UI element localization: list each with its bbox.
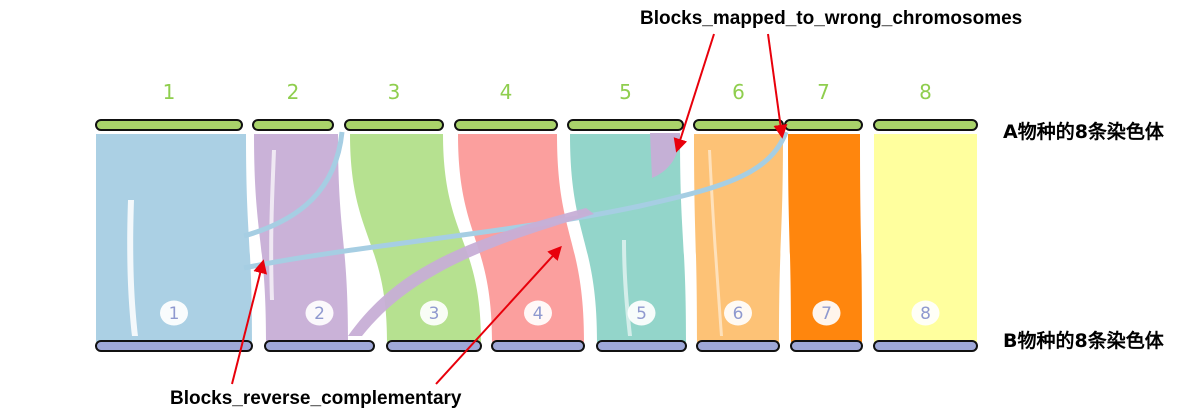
cross-link-7-to-1 [243, 131, 789, 271]
ribbon-gap-6 [708, 150, 723, 336]
cross-link-5-top-block [650, 133, 680, 178]
annotation-arrows [231, 33, 788, 385]
top-chromosome-bar-8 [873, 119, 978, 131]
arrow-to-chr7-wrong-block [767, 33, 788, 139]
cross-link-2-to-1 [243, 131, 345, 239]
cross-links [243, 131, 789, 336]
top-chromosome-number: 7 [817, 80, 830, 104]
synteny-ribbon-8 [874, 134, 977, 342]
bottom-chromosome-badges: 1 2 3 4 5 6 7 8 [160, 300, 940, 326]
bottom-chromosome-bar-2 [264, 340, 375, 352]
bottom-chromosome-number: 6 [733, 304, 744, 324]
top-chromosome-bar-4 [454, 119, 558, 131]
cross-link-5-to-2 [348, 208, 594, 336]
top-chromosome-number: 2 [287, 80, 300, 104]
annotation-wrong-chromosomes: Blocks_mapped_to_wrong_chromosomes [640, 8, 1022, 29]
synteny-ribbons [96, 134, 977, 342]
top-chromosome-number: 5 [619, 80, 632, 104]
chromosome-bars [95, 119, 978, 352]
bottom-chromosome-number: 4 [533, 304, 544, 324]
top-chromosome-bar-7 [784, 119, 863, 131]
synteny-ribbon-5 [570, 134, 686, 342]
bottom-chromosome-bar-7 [790, 340, 863, 352]
top-chromosome-number: 6 [732, 80, 745, 104]
top-chromosome-bar-5 [567, 119, 684, 131]
top-chromosome-bar-6 [693, 119, 784, 131]
bottom-chromosome-number: 1 [169, 304, 180, 324]
bottom-chromosome-badge [305, 300, 334, 326]
bottom-chromosome-badge [724, 300, 752, 326]
bottom-chromosome-badge [911, 300, 940, 326]
synteny-ribbon-4 [458, 134, 584, 342]
bottom-chromosome-number: 2 [314, 304, 325, 324]
bottom-chromosome-badge [627, 300, 656, 326]
bottom-chromosome-bar-5 [596, 340, 687, 352]
bottom-species-label: B物种的8条染色体 [1003, 329, 1165, 352]
bottom-chromosome-number: 3 [429, 304, 440, 324]
bottom-chromosome-bar-3 [386, 340, 482, 352]
bottom-chromosome-number: 7 [821, 304, 832, 324]
arrow-to-chr4-reverse-block [435, 245, 562, 385]
top-chromosome-number: 8 [919, 80, 932, 104]
synteny-ribbon-1 [96, 134, 252, 342]
bottom-chromosome-bar-8 [873, 340, 978, 352]
top-chromosome-bar-2 [252, 119, 334, 131]
top-species-label: A物种的8条染色体 [1003, 120, 1165, 143]
ribbon-gap-1 [127, 200, 138, 336]
top-chromosome-number: 1 [163, 80, 176, 104]
top-chromosome-numbers: 1 2 3 4 5 6 7 8 [163, 80, 932, 104]
bottom-chromosome-bar-1 [95, 340, 253, 352]
bottom-chromosome-bar-6 [696, 340, 780, 352]
synteny-ribbon-3 [350, 134, 481, 342]
top-chromosome-number: 4 [500, 80, 513, 104]
annotation-reverse-complementary: Blocks_reverse_complementary [170, 388, 462, 409]
bottom-chromosome-badge [160, 300, 188, 326]
top-chromosome-bar-3 [344, 119, 444, 131]
bottom-chromosome-badge [524, 300, 552, 326]
top-chromosome-bar-1 [95, 119, 243, 131]
arrow-to-chr5-wrong-block [673, 33, 715, 153]
synteny-ribbon-7 [788, 134, 862, 342]
arrow-to-chr2-reverse-block [231, 259, 268, 385]
bottom-chromosome-number: 5 [636, 304, 647, 324]
bottom-chromosome-badge [812, 300, 841, 326]
bottom-chromosome-bar-4 [491, 340, 585, 352]
bottom-chromosome-number: 8 [920, 304, 931, 324]
bottom-chromosome-badge [420, 300, 448, 326]
top-chromosome-number: 3 [388, 80, 401, 104]
